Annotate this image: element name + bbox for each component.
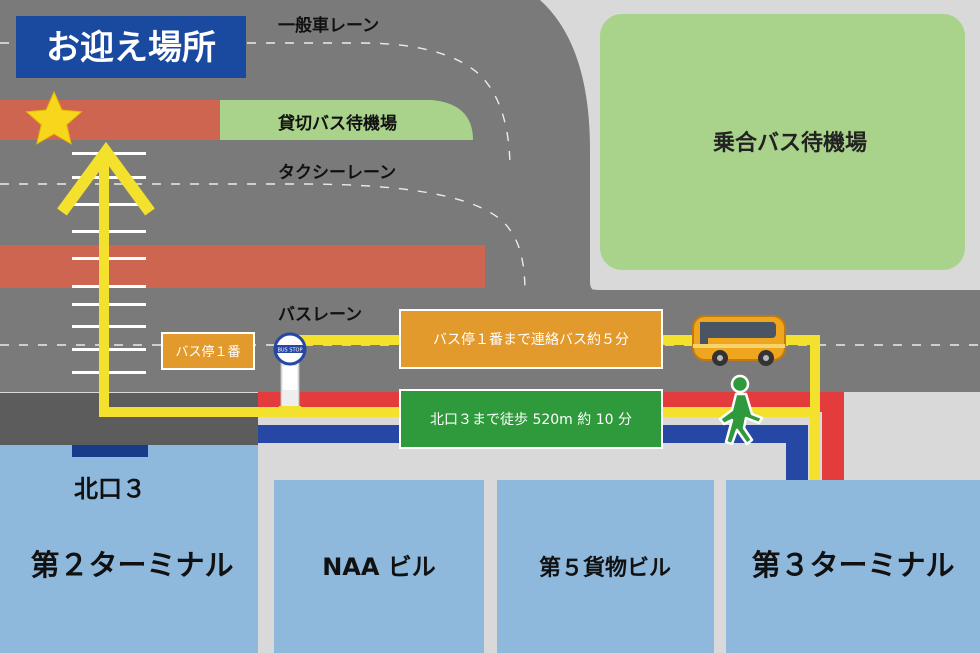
walk-route-box (399, 389, 663, 449)
bus-lane-label: バスレーン (278, 305, 362, 325)
route-arrow-head (57, 141, 155, 216)
title-box (16, 16, 246, 78)
naa-building-label: NAA ビル (322, 553, 436, 581)
charter-bus-area (220, 100, 473, 140)
bus-stop-sign-text: BUS STOP (277, 348, 302, 354)
north-exit-label: 北口３ (74, 475, 146, 503)
taxi-lane-label: タクシーレーン (278, 163, 396, 183)
dark-curb-strip (0, 393, 258, 445)
bus-stop-sign-icon: BUS STOP (273, 332, 307, 410)
curb-red-vertical (822, 392, 844, 482)
road-curve-band (455, 0, 980, 320)
terminal-2-label: 第２ターミナル (30, 548, 233, 582)
bus-stop-label-box (161, 332, 255, 370)
bus-icon (692, 315, 786, 366)
red-lane-middle (0, 245, 485, 288)
bus-waiting-area (600, 14, 965, 270)
walk-route-label: 北口３まで徒歩 520m 約 10 分 (430, 412, 632, 428)
north-exit-marker (72, 445, 148, 457)
bus-waiting-area-label: 乗合バス待機場 (713, 130, 867, 156)
walking-person-icon (718, 374, 764, 446)
charter-bus-label: 貸切バス待機場 (277, 113, 397, 134)
terminal-3-label: 第３ターミナル (751, 548, 954, 582)
terminal-3-building (726, 480, 980, 653)
cargo-5-label: 第５貨物ビル (539, 555, 671, 581)
bus-route-box (399, 309, 663, 369)
page-title: お迎え場所 (46, 28, 216, 68)
curb-blue-vertical (786, 425, 808, 482)
star-icon (25, 90, 83, 145)
cargo-5-building (497, 480, 714, 653)
lane-markings (0, 42, 980, 346)
bus-stop-label: バス停１番 (175, 344, 240, 360)
pickup-lane-red (0, 100, 220, 140)
general-lane-label: 一般車レーン (278, 15, 379, 36)
bus-route-label: バス停１番まで連絡バス約５分 (433, 331, 629, 348)
terminal-2-building (0, 445, 258, 653)
naa-building (274, 480, 484, 653)
